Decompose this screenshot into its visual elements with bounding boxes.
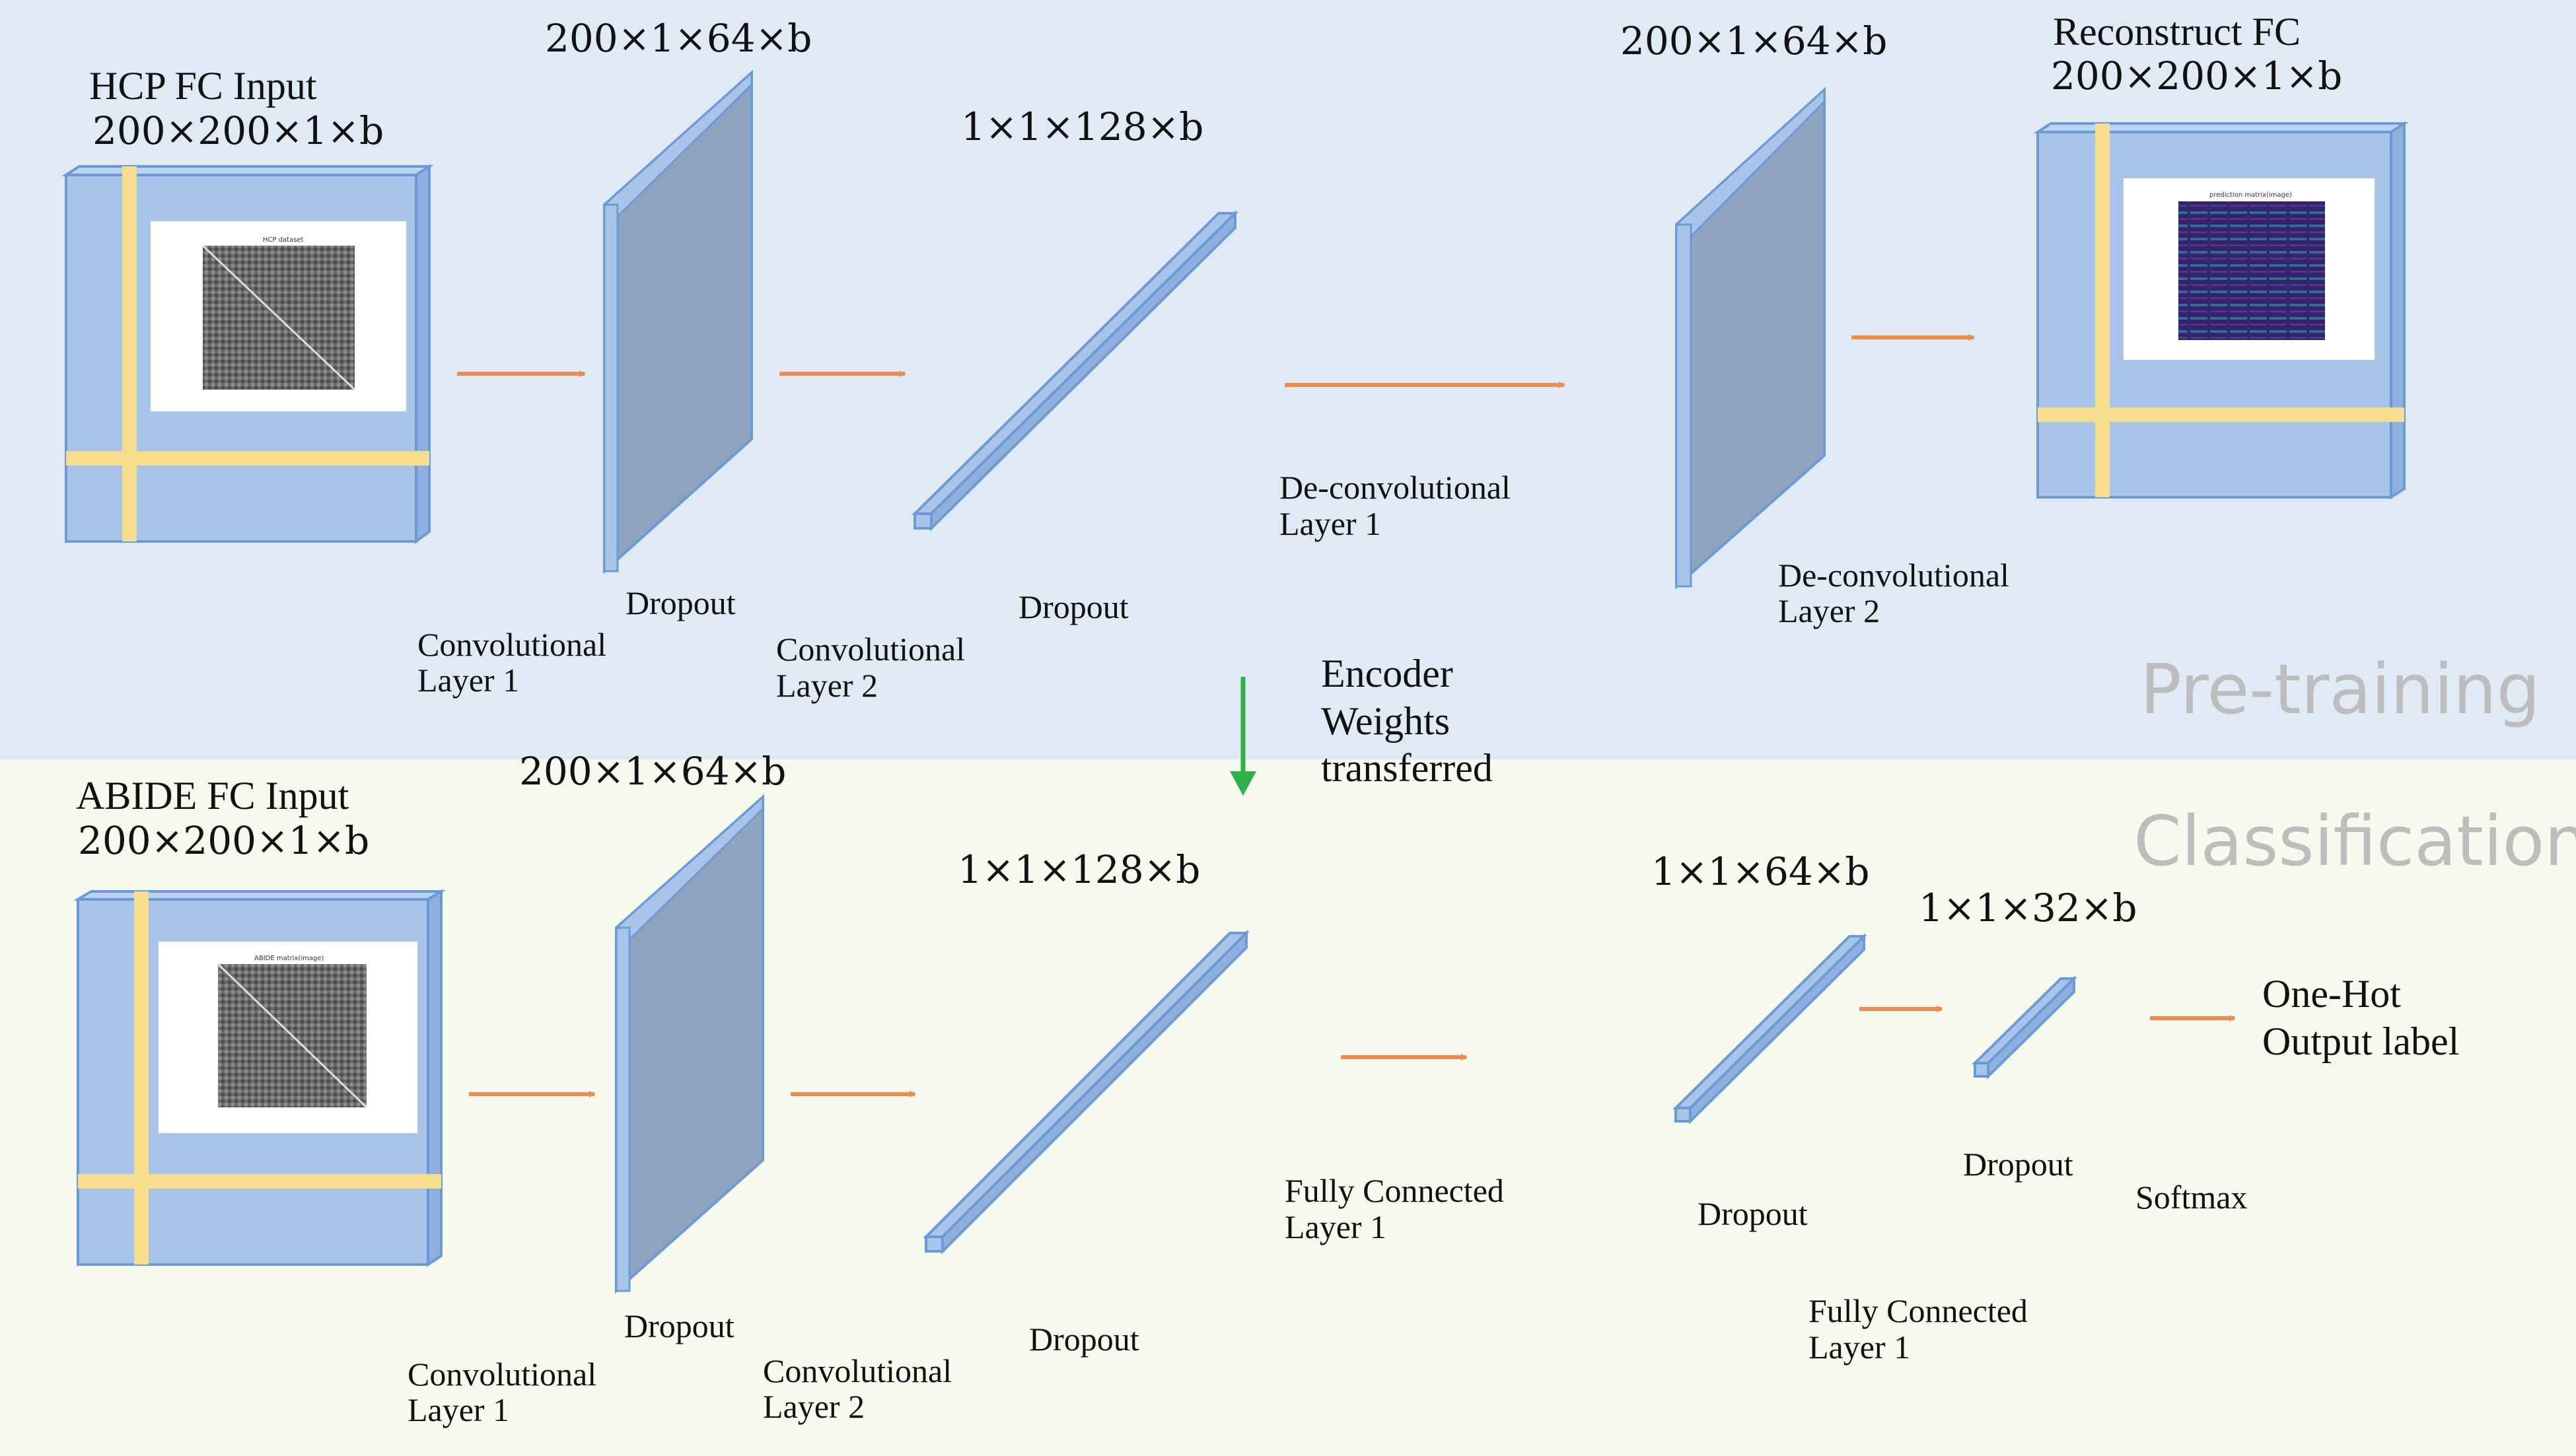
- conv1-dropout: Dropout: [626, 584, 736, 621]
- conv2-bar: [912, 210, 1238, 532]
- transfer-label-3: transferred: [1321, 746, 1493, 790]
- deconv2-dims: 200×1×64×b: [1620, 18, 1887, 63]
- transfer-arrow: [1230, 677, 1256, 796]
- cls-conv1-plate: [614, 794, 764, 1294]
- reconstruct-matrix-heatmap: [2178, 201, 2325, 340]
- fc32-dims: 1×1×32×b: [1919, 885, 2137, 930]
- cls-conv1-label-1: Convolutional: [408, 1356, 596, 1393]
- conv2-label-2: Layer 2: [776, 667, 878, 704]
- fc1-label-2: Layer 1: [1285, 1208, 1386, 1245]
- cls-conv2-label-1: Convolutional: [763, 1352, 952, 1389]
- fc1-label-1: Fully Connected: [1285, 1172, 1504, 1209]
- cls-conv2-dropout: Dropout: [1029, 1321, 1139, 1358]
- cls-conv1-label-2: Layer 1: [408, 1391, 509, 1428]
- conv1-label-2: Layer 1: [417, 662, 519, 699]
- hcp-matrix-title: HCP dataset: [263, 236, 304, 244]
- reconstruct-title: Reconstruct FC: [2053, 10, 2301, 53]
- fc2-label-1: Fully Connected: [1808, 1292, 2028, 1329]
- cls-conv2-dims: 1×1×128×b: [958, 847, 1200, 892]
- abide-input-dims: 200×200×1×b: [78, 818, 369, 863]
- abide-input-title: ABIDE FC Input: [76, 774, 349, 817]
- conv2-dims: 1×1×128×b: [961, 104, 1203, 149]
- cls-conv2-label-2: Layer 2: [763, 1388, 865, 1425]
- output-label-2: Output label: [2262, 1020, 2459, 1063]
- cls-conv1-dims: 200×1×64×b: [519, 749, 786, 794]
- deconv1-label-1: De-convolutional: [1279, 469, 1511, 506]
- deconv2-plate: [1674, 87, 1826, 590]
- conv2-label-1: Convolutional: [776, 631, 965, 668]
- transfer-label-2: Weights: [1321, 699, 1450, 743]
- fc64-dims: 1×1×64×b: [1651, 849, 1870, 894]
- fc32-bar: [1972, 975, 2077, 1080]
- conv1-plate: [602, 69, 753, 574]
- classification-section-label: Classification: [2133, 801, 2576, 882]
- cls-conv2-bar: [923, 930, 1250, 1255]
- pretraining-section-label: Pre-training: [2140, 649, 2540, 730]
- cls-conv1-dropout: Dropout: [624, 1307, 734, 1344]
- reconstruct-matrix-title: prediction matrix(image): [2209, 191, 2292, 199]
- hcp-input-box: HCP dataset: [61, 164, 434, 544]
- transfer-label-1: Encoder: [1321, 652, 1453, 695]
- fc2-label-2: Layer 1: [1808, 1329, 1910, 1366]
- conv1-dims: 200×1×64×b: [545, 16, 812, 61]
- conv1-label-1: Convolutional: [417, 626, 606, 663]
- fc32-dropout: Dropout: [1963, 1146, 2073, 1183]
- hcp-input-dims: 200×200×1×b: [92, 108, 384, 153]
- fc64-dropout: Dropout: [1698, 1195, 1808, 1232]
- abide-matrix-title: ABIDE matrix(image): [254, 955, 324, 962]
- reconstruct-dims: 200×200×1×b: [2051, 53, 2342, 98]
- fc64-bar: [1672, 933, 1867, 1125]
- hcp-input-title: HCP FC Input: [89, 64, 317, 108]
- conv2-dropout: Dropout: [1019, 588, 1129, 625]
- softmax-label: Softmax: [2135, 1179, 2247, 1216]
- deconv2-label-2: Layer 2: [1778, 592, 1880, 629]
- reconstruct-output-box: prediction matrix(image): [2033, 121, 2409, 500]
- deconv2-label-1: De-convolutional: [1778, 557, 2009, 594]
- deconv1-label-2: Layer 1: [1279, 505, 1381, 542]
- abide-input-box: ABIDE matrix(image): [73, 889, 447, 1267]
- output-label-1: One-Hot: [2262, 972, 2401, 1016]
